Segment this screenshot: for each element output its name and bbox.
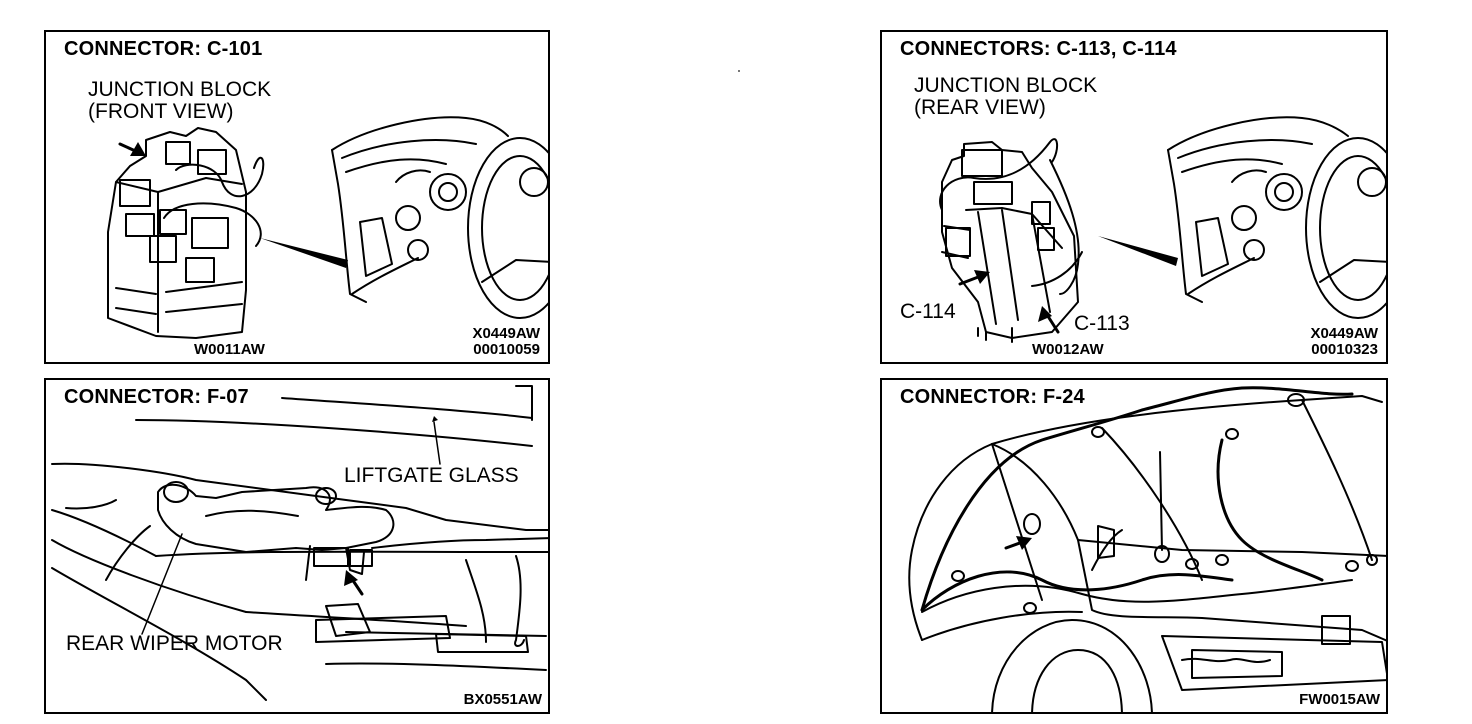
junction-block-rear-illustration — [939, 116, 1386, 343]
component-label-line1: JUNCTION BLOCK — [914, 74, 1098, 97]
panel-title: CONNECTOR: F-24 — [900, 386, 1085, 408]
callout-c114: C-114 — [900, 300, 956, 323]
rear-wiper-motor-illustration — [51, 385, 548, 701]
figure-code-right-2: 00010323 — [1311, 341, 1378, 358]
component-label-line2: (FRONT VIEW) — [88, 100, 234, 123]
figure-code-right-1: X0449AW — [472, 325, 540, 342]
panel-connector-c101: CONNECTOR: C-101 JUNCTION BLOCK (FRONT V… — [44, 30, 550, 364]
component-label-line1: JUNCTION BLOCK — [88, 78, 272, 101]
stray-dot — [738, 70, 740, 72]
figure-code-left: W0012AW — [1032, 341, 1104, 358]
rear-wiper-motor-label: REAR WIPER MOTOR — [66, 632, 283, 655]
figure-code-right: BX0551AW — [463, 691, 542, 708]
panel-title: CONNECTOR: C-101 — [64, 38, 263, 60]
figure-code-left: W0011AW — [194, 341, 265, 358]
panel-title: CONNECTOR: F-07 — [64, 386, 249, 408]
callout-c113: C-113 — [1074, 312, 1130, 335]
figure-code-right-1: X0449AW — [1310, 325, 1378, 342]
figure-code-right: FW0015AW — [1299, 691, 1380, 708]
junction-block-front-illustration — [107, 116, 548, 339]
panel-connector-f07: CONNECTOR: F-07 LIFTGATE GLASS REAR WIPE… — [44, 378, 550, 714]
panel-connector-f24: CONNECTOR: F-24 FW0015AW — [880, 378, 1388, 714]
rear-body-harness-illustration — [908, 386, 1386, 712]
figure-code-right-2: 00010059 — [473, 341, 540, 358]
panel-title: CONNECTORS: C-113, C-114 — [900, 38, 1177, 60]
liftgate-glass-label: LIFTGATE GLASS — [344, 464, 519, 487]
component-label-line2: (REAR VIEW) — [914, 96, 1046, 119]
panel-connectors-c113-c114: CONNECTORS: C-113, C-114 JUNCTION BLOCK … — [880, 30, 1388, 364]
